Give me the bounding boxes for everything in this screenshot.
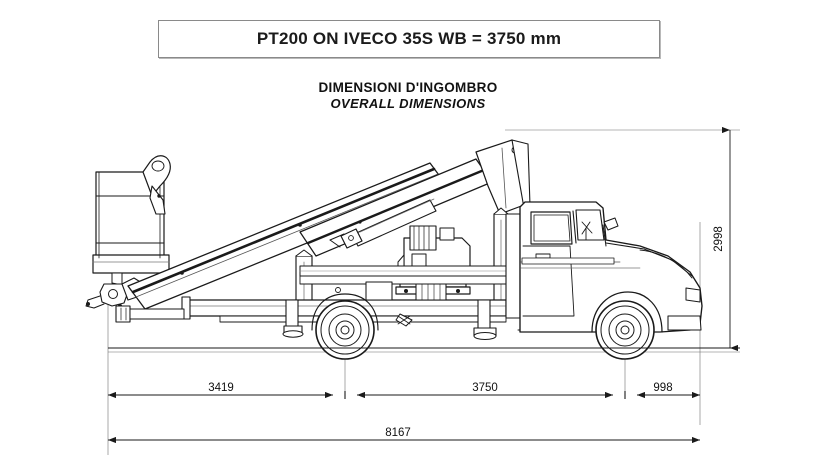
front-wheel <box>595 300 655 360</box>
dimension-chain-horizontal <box>108 391 700 399</box>
vehicle-assembly <box>85 139 703 360</box>
outrigger-stabilizers <box>282 299 497 340</box>
title-box: PT200 ON IVECO 35S WB = 3750 mm <box>158 20 660 58</box>
dimension-label-overall-length: 8167 <box>385 427 411 439</box>
dimension-label-front-overhang: 998 <box>653 382 672 394</box>
dimension-label-wheelbase: 3750 <box>472 382 498 394</box>
page-title: PT200 ON IVECO 35S WB = 3750 mm <box>256 29 562 48</box>
dimension-label-overall-height: 2998 <box>713 226 725 252</box>
truck-cab <box>517 201 703 333</box>
dimension-label-rear-overhang: 3419 <box>208 382 234 394</box>
rear-tail-frame <box>115 305 185 323</box>
boom-lift-cylinder <box>329 198 437 249</box>
boom-tip-head <box>475 139 531 215</box>
rear-body-panel <box>505 213 521 319</box>
boom-outer-section <box>127 162 448 310</box>
rear-wheel <box>311 293 379 360</box>
work-basket <box>92 155 171 286</box>
under-deck-equipment <box>335 281 447 327</box>
